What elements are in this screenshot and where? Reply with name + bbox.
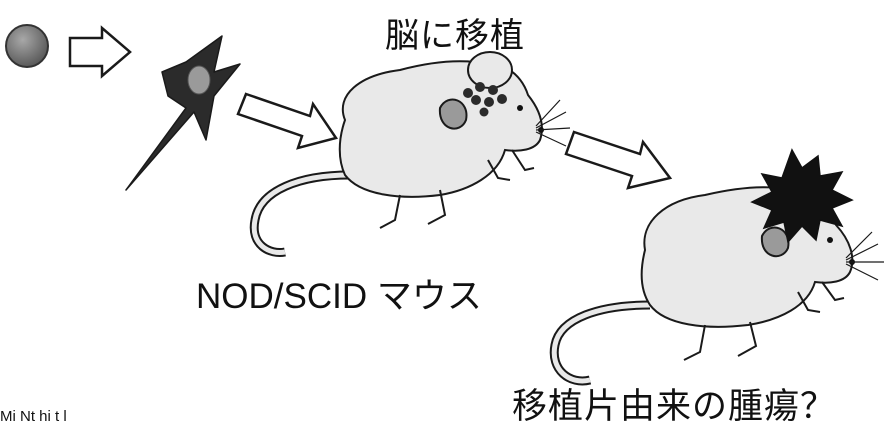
mouse-icon	[254, 52, 570, 253]
transplant-label: 脳に移植	[385, 8, 525, 57]
stem-cell-sphere-icon	[6, 25, 48, 67]
arrow-right-icon	[238, 94, 336, 148]
mouse-with-tumor-icon	[554, 150, 884, 381]
tumor-question-label: 移植片由来の腫瘍？	[512, 378, 836, 429]
mouse-strain-label: NOD/SCID マウス	[196, 268, 482, 319]
arrow-right-icon	[566, 132, 670, 188]
arrow-right-icon	[70, 28, 130, 76]
credit-text: Mi Nt hi t l	[0, 408, 67, 425]
neural-cell-icon	[126, 36, 240, 190]
